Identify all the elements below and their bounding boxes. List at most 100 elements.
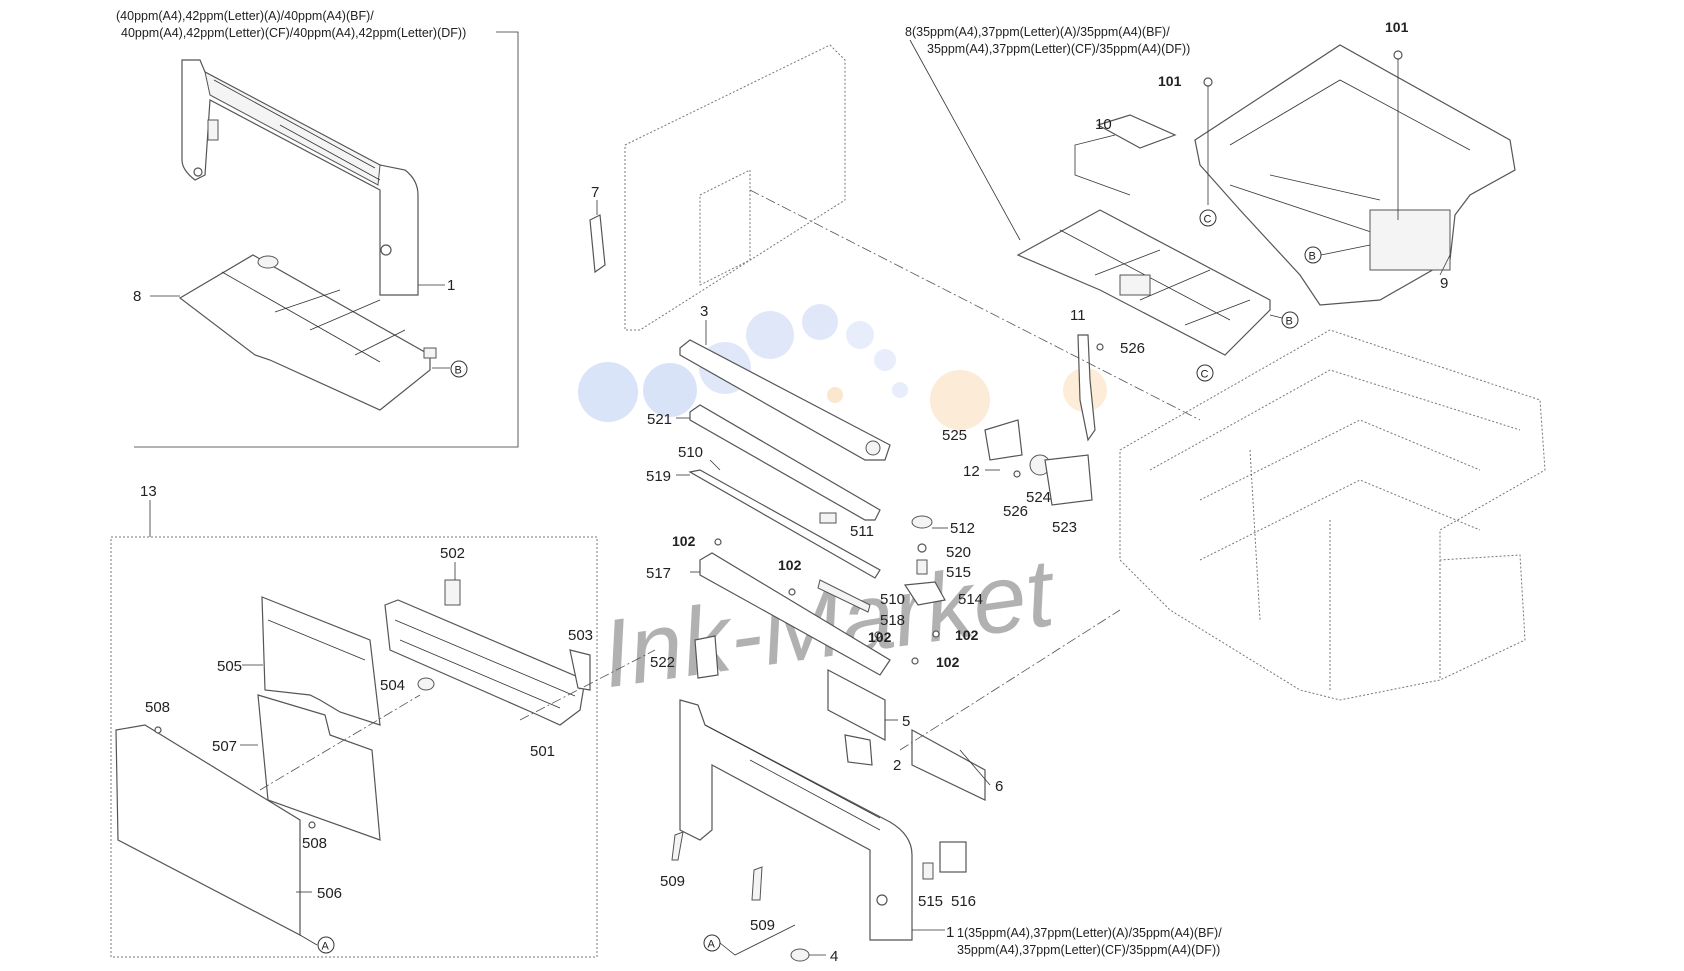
part-519-rod — [688, 469, 881, 579]
callout-510-a: 510 — [678, 444, 703, 461]
caption-bottom-line2: 35ppm(A4),37ppm(Letter)(CF)/35ppm(A4)(DF… — [957, 943, 1220, 957]
callout-102-c: 102 — [868, 629, 892, 645]
subassembly-40ppm-frame: (40ppm(A4),42ppm(Letter)(A)/40ppm(A4)(BF… — [116, 9, 519, 448]
ref-a-marker-13 — [317, 936, 335, 954]
callout-9: 9 — [1440, 275, 1448, 292]
callout-516: 516 — [951, 893, 976, 910]
callout-1-top: 1 — [447, 277, 455, 294]
watermark-logo — [578, 304, 1107, 430]
callout-510-b: 510 — [880, 591, 905, 608]
part-5-label — [827, 669, 886, 741]
callout-4: 4 — [830, 948, 838, 965]
part-503-arm — [569, 649, 591, 691]
part-515-spring-b — [922, 862, 934, 880]
part-525-bracket — [984, 419, 1023, 461]
ref-b-marker-left — [450, 360, 468, 378]
ref-a-bottom: A — [708, 939, 716, 951]
caption-top-left-line1: (40ppm(A4),42ppm(Letter)(A)/40ppm(A4)(BF… — [116, 9, 374, 23]
callout-502: 502 — [440, 545, 465, 562]
part-521-bracket — [689, 404, 881, 521]
rear-panel-outline — [624, 44, 846, 331]
ref-a-13: A — [322, 941, 330, 953]
callout-508-a: 508 — [145, 699, 170, 716]
caption-top-right-line1: 8(35ppm(A4),37ppm(Letter)(A)/35ppm(A4)(B… — [905, 25, 1170, 39]
part-515-spring-a — [916, 559, 928, 575]
callout-2: 2 — [893, 757, 901, 774]
callout-508-b: 508 — [302, 835, 327, 852]
caption-top-right-line2: 35ppm(A4),37ppm(Letter)(CF)/35ppm(A4)(DF… — [927, 42, 1190, 56]
ref-b-left: B — [455, 365, 462, 377]
subassembly-13-box — [110, 500, 598, 958]
callout-517: 517 — [646, 565, 671, 582]
caption-bottom-line1: 1(35ppm(A4),37ppm(Letter)(A)/35ppm(A4)(B… — [957, 926, 1222, 940]
callout-11: 11 — [1070, 307, 1086, 324]
callout-512: 512 — [950, 520, 975, 537]
callout-509-b: 509 — [750, 917, 775, 934]
part-512-cap — [911, 515, 933, 529]
part-522-holder — [694, 635, 719, 679]
callout-515-b: 515 — [918, 893, 943, 910]
callout-515-a: 515 — [946, 564, 971, 581]
callout-526-a: 526 — [1120, 340, 1145, 357]
callout-521: 521 — [647, 411, 672, 428]
part-517-rail — [699, 552, 891, 676]
callout-518: 518 — [880, 612, 905, 629]
ref-c-bottom: C — [1201, 369, 1209, 381]
callout-101-b: 101 — [1385, 19, 1409, 35]
callout-10: 10 — [1095, 116, 1112, 133]
callout-511: 511 — [850, 523, 874, 540]
callout-523: 523 — [1052, 519, 1077, 536]
callout-525: 525 — [942, 427, 967, 444]
ref-c-marker-bottom — [1196, 364, 1214, 382]
callout-507: 507 — [212, 738, 237, 755]
part-506-panel — [115, 724, 301, 936]
callout-526-b: 526 — [1003, 503, 1028, 520]
part-11-link — [1077, 334, 1096, 442]
ref-b-marker-right — [1281, 311, 1299, 329]
caption-top-left-line2: 40ppm(A4),42ppm(Letter)(CF)/40ppm(A4),42… — [121, 26, 466, 40]
part-4-knob — [790, 948, 810, 962]
callout-101-a: 101 — [1158, 73, 1182, 89]
part-502-bracket — [444, 579, 461, 606]
callout-506: 506 — [317, 885, 342, 902]
callout-102-b: 102 — [778, 557, 802, 573]
part-514-bracket — [903, 581, 946, 606]
part-511-tab — [819, 512, 837, 524]
part-10-plate — [1096, 114, 1177, 149]
output-tray-35ppm-illustration — [1016, 209, 1271, 356]
part-501-rail — [384, 599, 586, 726]
part-505-plate — [261, 596, 381, 726]
callout-501: 501 — [530, 743, 555, 760]
ref-c-marker-top — [1199, 209, 1217, 227]
callout-520: 520 — [946, 544, 971, 561]
callout-5: 5 — [902, 713, 910, 730]
callout-509-a: 509 — [660, 873, 685, 890]
callout-504: 504 — [380, 677, 405, 694]
part-6-label — [911, 728, 986, 801]
callout-522: 522 — [650, 654, 675, 671]
callout-524: 524 — [1026, 489, 1051, 506]
callout-1-bottom: 1 — [946, 924, 954, 941]
callout-8-left: 8 — [133, 288, 141, 305]
callout-503: 503 — [568, 627, 593, 644]
callout-3: 3 — [700, 303, 708, 320]
callout-13: 13 — [140, 483, 157, 500]
part-2-switch — [844, 734, 873, 766]
callout-519: 519 — [646, 468, 671, 485]
ref-c-top: C — [1204, 214, 1212, 226]
callout-12: 12 — [963, 463, 980, 480]
callout-505: 505 — [217, 658, 242, 675]
part-3-cover — [679, 339, 891, 461]
output-tray-40ppm-illustration — [178, 254, 437, 411]
ref-b-right: B — [1286, 316, 1293, 328]
front-cover-35ppm-illustration — [679, 699, 913, 941]
ref-b-chassis: B — [1309, 251, 1316, 263]
callout-7: 7 — [591, 184, 599, 201]
callout-102-d: 102 — [955, 627, 979, 643]
upper-chassis-illustration — [1194, 44, 1516, 306]
front-cover-40ppm-illustration — [181, 59, 419, 296]
part-7-hinge — [589, 214, 606, 274]
callout-514: 514 — [958, 591, 983, 608]
part-504-washer — [417, 677, 435, 691]
